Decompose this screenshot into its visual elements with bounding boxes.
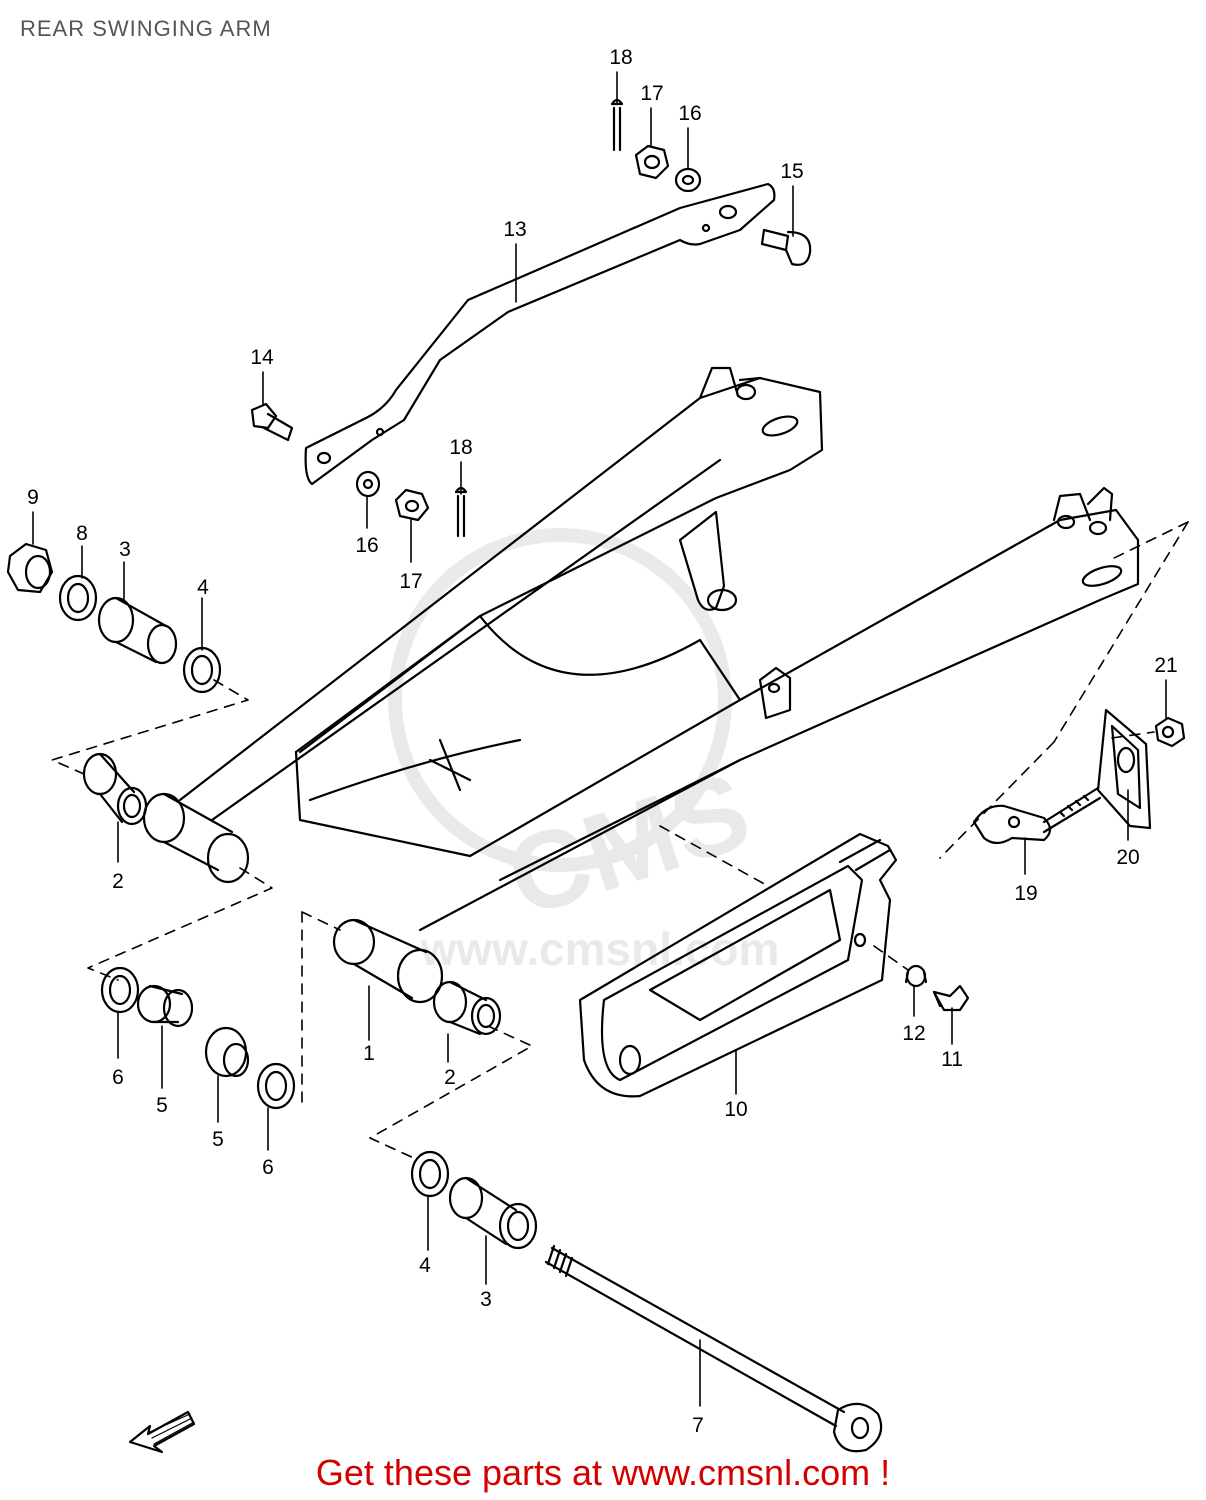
part-19-chain-adjuster: [972, 786, 1102, 845]
callout-8: 8: [76, 522, 88, 545]
part-18-cotter-pin-lower: [454, 486, 468, 538]
part-6-seal-left: [100, 966, 140, 1014]
callout-19: 19: [1014, 882, 1037, 905]
callout-17-upper: 17: [640, 82, 663, 105]
part-5-bushing-left: [136, 984, 194, 1028]
front-direction-arrow: [128, 1410, 196, 1454]
callout-21: 21: [1154, 654, 1177, 677]
callout-leaders: [32, 71, 1167, 1407]
part-14-bolt: [250, 402, 294, 442]
part-1-swinging-arm: [142, 366, 1140, 1004]
part-4-shim-lower: [410, 1150, 450, 1198]
callout-7: 7: [692, 1414, 704, 1437]
part-3-collar-upper: [97, 596, 178, 665]
callout-2-lower: 2: [444, 1066, 456, 1089]
part-6-seal-right: [256, 1062, 296, 1110]
callout-11: 11: [941, 1048, 963, 1071]
footer-promo-link[interactable]: Get these parts at www.cmsnl.com !: [315, 1452, 891, 1493]
part-16-washer-upper: [674, 167, 702, 193]
part-10-chain-case: [578, 832, 898, 1098]
callout-9: 9: [27, 486, 39, 509]
part-18-cotter-pin-upper: [610, 98, 624, 152]
callout-10: 10: [724, 1098, 747, 1121]
assembly-guide-lines: [51, 521, 1189, 1161]
callout-17-lower: 17: [399, 570, 422, 593]
callout-16-lower: 16: [355, 534, 378, 557]
callout-18-lower: 18: [449, 436, 472, 459]
callout-3-lower: 3: [480, 1288, 492, 1311]
part-11-bolt: [932, 984, 970, 1012]
callout-6-right: 6: [262, 1156, 274, 1179]
part-5-bushing-right: [204, 1026, 250, 1078]
part-17-nut-upper: [634, 144, 670, 180]
part-4-shim-upper: [182, 646, 222, 694]
callout-4-lower: 4: [419, 1254, 431, 1277]
watermark-brand: CMS: [493, 748, 763, 941]
callout-12: 12: [902, 1022, 925, 1045]
part-9-nut: [6, 542, 54, 594]
callout-1: 1: [363, 1042, 375, 1065]
callout-3-upper: 3: [119, 538, 131, 561]
part-21-nut: [1154, 716, 1186, 748]
callout-20: 20: [1116, 846, 1139, 869]
part-12-collar: [904, 964, 928, 988]
callout-13: 13: [503, 218, 526, 241]
part-2-bearing-upper: [82, 752, 148, 826]
callout-6-left: 6: [112, 1066, 124, 1089]
callout-5-left: 5: [156, 1094, 168, 1117]
watermark-url: www.cmsnl.com: [420, 923, 780, 975]
callout-2-upper: 2: [112, 870, 124, 893]
callout-labels: 18 17 16 15 13 14 18 16 17 9 8 3 4 21 20…: [27, 46, 1178, 1437]
part-13-torque-stay: [304, 182, 776, 486]
callout-18-upper: 18: [609, 46, 632, 69]
callout-5-right: 5: [212, 1128, 224, 1151]
part-17-nut-lower: [394, 488, 430, 522]
page-title: REAR SWINGING ARM: [20, 16, 272, 41]
callout-4-upper: 4: [197, 576, 209, 599]
callout-16-upper: 16: [678, 102, 701, 125]
part-7-pivot-shaft: [544, 1244, 883, 1453]
part-20-end-cap: [1096, 708, 1152, 830]
part-15-bolt: [760, 228, 812, 266]
part-8-washer: [58, 574, 98, 622]
part-16-washer-lower: [355, 470, 381, 498]
part-2-bearing-lower: [432, 980, 502, 1036]
callout-14: 14: [250, 346, 274, 369]
part-3-collar-lower: [448, 1176, 538, 1250]
callout-15: 15: [780, 160, 803, 183]
